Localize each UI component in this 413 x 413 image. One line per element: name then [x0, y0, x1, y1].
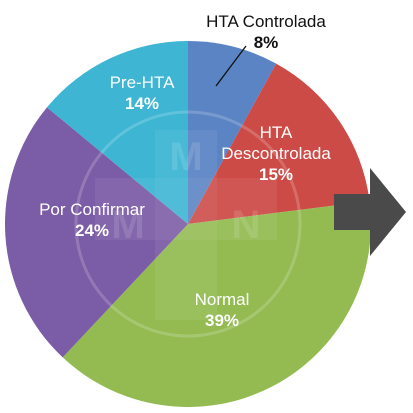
slice-label-line: HTA Controlada	[206, 12, 326, 31]
pie-slice-normal	[62, 201, 371, 407]
slice-percent-label: 15%	[259, 165, 293, 184]
pie-slice-hta-descontrolada	[188, 63, 370, 224]
watermark-letter-right: N	[232, 203, 261, 247]
slice-label-hta-controlada: HTA Controlada 8%	[206, 12, 326, 52]
slice-percent-label: 8%	[254, 33, 279, 52]
slice-labels: HTA Controlada 8% HTA Descontrolada 15% Norma…	[39, 12, 331, 330]
pie-slices	[5, 41, 371, 407]
callout-leader-line	[215, 45, 247, 87]
watermark-letter-top: M	[169, 135, 202, 179]
watermark-letter-left: M	[111, 203, 144, 247]
slice-label-por-confirmar: Por Confirmar 24%	[39, 200, 145, 240]
slice-label-normal: Normal 39%	[195, 290, 250, 330]
slice-percent-label: 24%	[75, 221, 109, 240]
slice-percent-label: 14%	[125, 94, 159, 113]
slice-label-line: HTA	[260, 123, 293, 142]
right-arrow-icon	[334, 168, 406, 256]
slice-percent-label: 39%	[205, 311, 239, 330]
slice-label-line: Descontrolada	[221, 144, 331, 163]
slice-label-line: Normal	[195, 290, 250, 309]
slice-label-hta-descontrolada: HTA Descontrolada 15%	[221, 123, 331, 184]
slice-label-pre-hta: Pre-HTA 14%	[110, 73, 176, 113]
pie-slice-por-confirmar	[5, 107, 189, 358]
slice-label-line: Por Confirmar	[39, 200, 145, 219]
pie-slice-hta-controlada	[188, 41, 277, 224]
pie-slice-pre-hta	[46, 41, 188, 224]
watermark-logo: M M N	[74, 110, 302, 338]
slice-label-line: Pre-HTA	[110, 73, 176, 92]
